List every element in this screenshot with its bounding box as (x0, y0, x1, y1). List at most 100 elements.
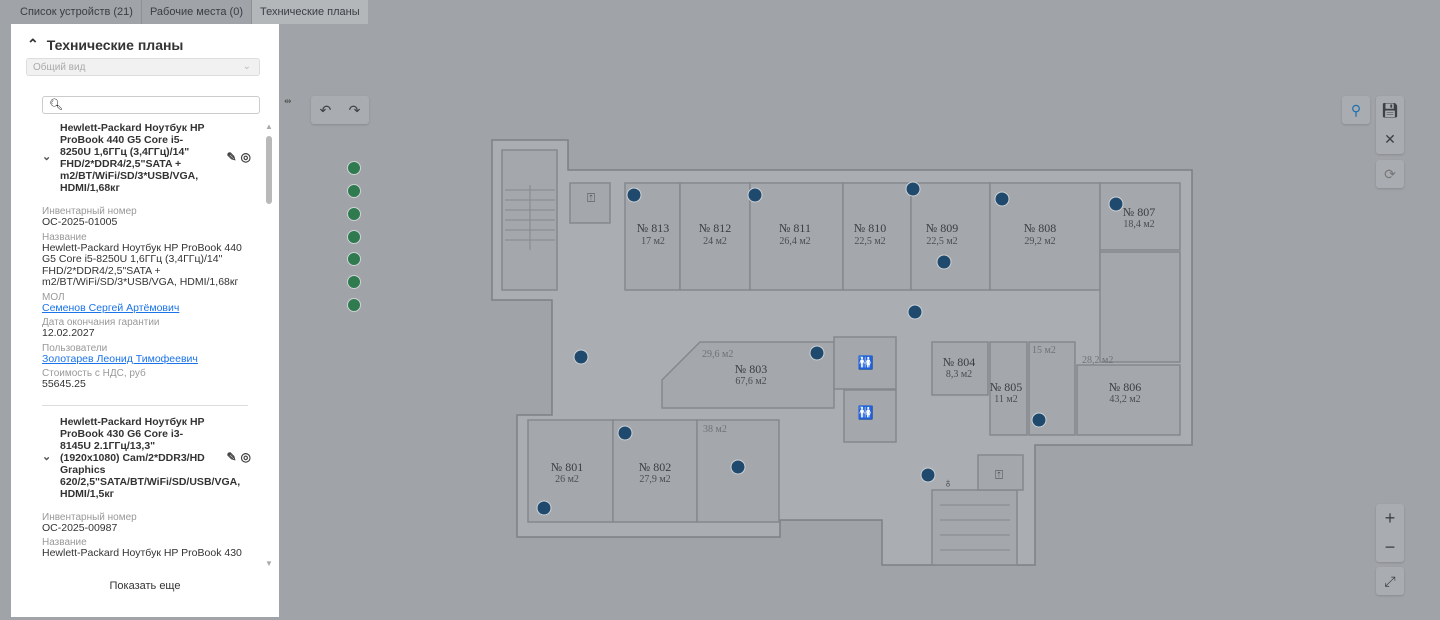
room-number: № 811 (779, 221, 811, 235)
device-marker[interactable] (920, 467, 936, 483)
mol-link[interactable]: Семенов Сергей Артёмович (42, 301, 180, 314)
device-header[interactable]: ⌄ Hewlett-Packard Ноутбук HP ProBook 430… (42, 416, 251, 500)
search-input[interactable]: 🔍︎ (42, 96, 260, 114)
field-label: Название (42, 537, 87, 548)
inventory-number: ОС-2025-00987 (42, 521, 118, 534)
chevron-down-icon[interactable]: ⌄ (42, 450, 52, 463)
unplaced-device-pin[interactable] (347, 161, 361, 175)
device-title: Hewlett-Packard Ноутбук HP ProBook 430 G… (60, 415, 241, 500)
user-link[interactable]: Золотарев Леонид Тимофеевич (42, 352, 198, 365)
unplaced-device-pin[interactable] (347, 230, 361, 244)
scroll-up-icon[interactable]: ▲ (265, 122, 273, 131)
map-pin-icon: ⚲ (1350, 101, 1362, 118)
device-marker[interactable] (617, 425, 633, 441)
chevron-down-icon[interactable]: ⌄ (42, 151, 52, 163)
edit-icon[interactable]: ✎ (226, 150, 237, 164)
room-area: 8,3 м2 (946, 369, 972, 380)
field-label: Инвентарный номер (42, 206, 137, 217)
locate-icon[interactable]: ◎ (240, 449, 251, 464)
device-marker[interactable] (905, 181, 921, 197)
fit-view-icon: ⤢ (1384, 572, 1396, 589)
unplaced-device-pin[interactable] (347, 252, 361, 266)
device-marker[interactable] (573, 349, 589, 365)
tab-workplaces[interactable]: Рабочие места (0) (142, 0, 252, 24)
close-icon[interactable]: ✕ (1384, 131, 1396, 147)
view-select[interactable]: Общий вид ⌄ (26, 58, 260, 76)
warranty-date: 12.02.2027 (42, 327, 95, 339)
field-label: МОЛ (42, 291, 65, 303)
room-area: 24 м2 (703, 236, 727, 247)
device-marker[interactable] (626, 187, 642, 203)
room-number: № 808 (1024, 221, 1056, 235)
refresh-icon: ⟳ (1384, 165, 1396, 182)
unplaced-device-pin[interactable] (347, 184, 361, 198)
scroll-down-icon[interactable]: ▼ (265, 559, 273, 568)
scrollbar-thumb[interactable] (266, 136, 272, 204)
tab-tech-plans[interactable]: Технические планы (251, 0, 368, 24)
resize-handle-icon[interactable]: ⇹ (284, 96, 292, 106)
room-number: № 807 (1123, 205, 1155, 219)
restroom-icon: 🚻 (858, 405, 874, 420)
view-select-value: Общий вид (33, 62, 86, 73)
scrollbar[interactable]: ▲▼ (265, 122, 275, 568)
redo-icon[interactable]: ↷ (348, 101, 361, 118)
device-marker[interactable] (809, 345, 825, 361)
field-label: Инвентарный номер (42, 511, 137, 523)
room-area: 67,6 м2 (735, 376, 766, 387)
area-label: 38 м2 (703, 424, 727, 435)
room-number: № 806 (1109, 380, 1141, 394)
device-marker[interactable] (536, 500, 552, 516)
room-area: 18,4 м2 (1123, 219, 1154, 230)
edit-icon[interactable]: ✎ (226, 449, 237, 464)
tab-bar: Список устройств (21) Рабочие места (0) … (0, 0, 1440, 24)
device-marker[interactable] (994, 191, 1010, 207)
fit-view-button[interactable]: ⤢ (1376, 567, 1404, 595)
room-number: № 801 (551, 460, 583, 474)
room-area: 27,9 м2 (639, 474, 670, 485)
field-label: Дата окончания гарантии (42, 317, 160, 328)
room-number: № 803 (735, 362, 767, 376)
device-header[interactable]: ⌄ Hewlett-Packard Ноутбук HP ProBook 440… (42, 122, 251, 194)
area-label: 29,6 м2 (702, 349, 733, 360)
locate-icon[interactable]: ◎ (240, 150, 251, 164)
room-area: 29,2 м2 (1024, 236, 1055, 247)
zoom-controls: +− (1376, 504, 1404, 562)
divider (42, 404, 248, 406)
zoom-in-icon[interactable]: + (1384, 508, 1396, 528)
area-label: 15 м2 (1032, 345, 1056, 356)
show-more-button[interactable]: Показать еще (109, 580, 181, 592)
history-toolbar: ↶↷ (311, 96, 369, 124)
elevator-icon: ⍐ (587, 190, 595, 205)
tab-device-list[interactable]: Список устройств (21) (12, 0, 142, 24)
search-icon: 🔍︎ (49, 99, 63, 111)
elevator-icon: ⍐ (995, 467, 1003, 482)
room-number: № 802 (639, 460, 671, 474)
undo-icon[interactable]: ↶ (319, 101, 332, 118)
unplaced-device-pin[interactable] (347, 298, 361, 312)
place-marker-button[interactable]: ⚲ (1342, 96, 1370, 124)
room-area: 11 м2 (994, 394, 1017, 405)
device-marker[interactable] (747, 187, 763, 203)
area-label: 28,2 м2 (1082, 355, 1113, 366)
zoom-out-icon[interactable]: − (1384, 537, 1396, 557)
tech-plans-panel: ⌃ Технические планы Общий вид ⌄ 🔍︎ ⌄ Hewle… (11, 24, 279, 617)
refresh-button[interactable]: ⟳ (1376, 160, 1404, 188)
field-label: Пользователи (42, 342, 108, 354)
device-marker[interactable] (1031, 412, 1047, 428)
device-marker[interactable] (1108, 196, 1124, 212)
chevron-up-icon: ⌃ (27, 36, 39, 52)
unplaced-device-pin[interactable] (347, 275, 361, 289)
panel-header[interactable]: ⌃ Технические планы (27, 36, 183, 53)
save-icon[interactable]: 💾︎ (1381, 102, 1399, 118)
unplaced-device-pin[interactable] (347, 207, 361, 221)
device-item: ⌄ Hewlett-Packard Ноутбук HP ProBook 440… (11, 122, 251, 406)
device-marker[interactable] (730, 459, 746, 475)
room-area: 43,2 м2 (1109, 394, 1140, 405)
room-number: № 805 (990, 380, 1022, 394)
chevron-down-icon: ⌄ (242, 61, 251, 72)
device-marker[interactable] (907, 304, 923, 320)
panel-title: Технические планы (46, 36, 184, 53)
device-marker[interactable] (936, 254, 952, 270)
device-name: Hewlett-Packard Ноутбук HP ProBook 430 (42, 547, 242, 559)
